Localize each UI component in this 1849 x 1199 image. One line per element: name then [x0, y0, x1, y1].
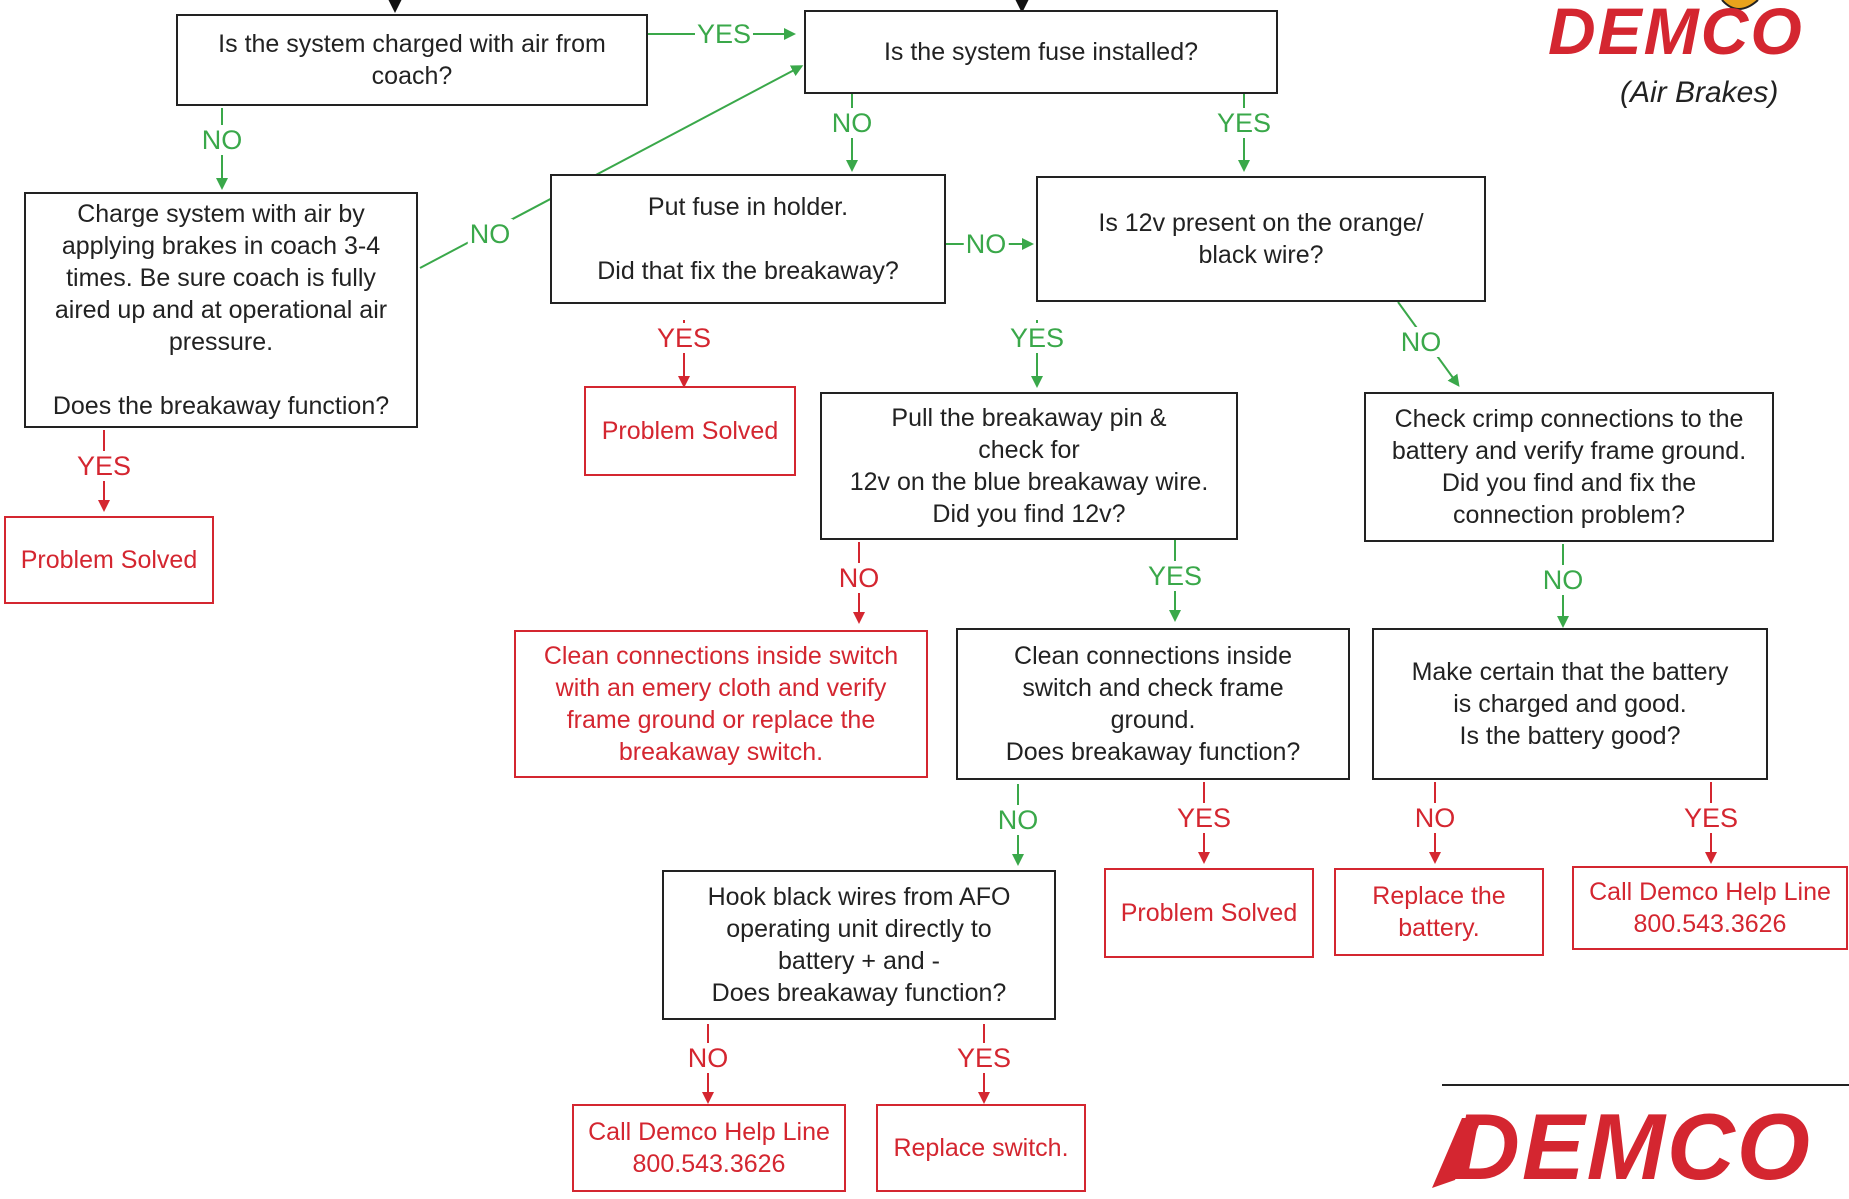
label-charge-yes: YES [74, 451, 134, 481]
label-pullpin-yes: YES [1145, 561, 1205, 591]
label-battery-no: NO [1412, 803, 1458, 833]
label-hook-yes: YES [954, 1043, 1014, 1073]
node-battery-check: Make certain that the battery is charged… [1372, 628, 1768, 780]
label-fuse-yes: YES [1214, 108, 1274, 138]
node-system-charged: Is the system charged with air from coac… [176, 14, 648, 106]
node-put-fuse: Put fuse in holder. Did that fix the bre… [550, 174, 946, 304]
terminal-replace-battery: Replace the battery. [1334, 868, 1544, 956]
label-putfuse-yes: YES [654, 323, 714, 353]
label-12v-yes: YES [1007, 323, 1067, 353]
label-crimp-no: NO [1540, 565, 1586, 595]
terminal-problem-solved-3: Problem Solved [1104, 868, 1314, 958]
terminal-help-line-2: Call Demco Help Line 800.543.3626 [572, 1104, 846, 1192]
node-check-crimp: Check crimp connections to the battery a… [1364, 392, 1774, 542]
terminal-problem-solved-1: Problem Solved [4, 516, 214, 604]
label-charge-no: NO [467, 219, 513, 249]
label-pullpin-no: NO [836, 563, 882, 593]
demco-logo-bottom: DEMCO [1452, 1094, 1812, 1199]
label-clean-no: NO [995, 805, 1041, 835]
terminal-help-line-1: Call Demco Help Line 800.543.3626 [1572, 866, 1848, 950]
node-fuse-installed: Is the system fuse installed? [804, 10, 1278, 94]
terminal-clean-emery: Clean connections inside switch with an … [514, 630, 928, 778]
terminal-problem-solved-2: Problem Solved [584, 386, 796, 476]
label-battery-yes: YES [1681, 803, 1741, 833]
terminal-replace-switch: Replace switch. [876, 1104, 1086, 1192]
label-clean-yes: YES [1174, 803, 1234, 833]
emblem-icon [1721, 0, 1759, 10]
label-charged-yes: YES [694, 19, 754, 49]
label-12v-no: NO [1398, 327, 1444, 357]
node-hook-wires: Hook black wires from AFO operating unit… [662, 870, 1056, 1020]
label-hook-no: NO [685, 1043, 731, 1073]
node-clean-switch: Clean connections inside switch and chec… [956, 628, 1350, 780]
node-12v-present: Is 12v present on the orange/ black wire… [1036, 176, 1486, 302]
node-pull-pin: Pull the breakaway pin & check for 12v o… [820, 392, 1238, 540]
label-charged-no: NO [199, 125, 245, 155]
label-putfuse-no: NO [963, 229, 1009, 259]
node-charge-system: Charge system with air by applying brake… [24, 192, 418, 428]
demco-swoosh-icon [1432, 1118, 1482, 1188]
logo-subtitle: (Air Brakes) [1620, 76, 1779, 109]
demco-logo-top: DEMCO [1548, 0, 1804, 68]
label-fuse-no: NO [829, 108, 875, 138]
